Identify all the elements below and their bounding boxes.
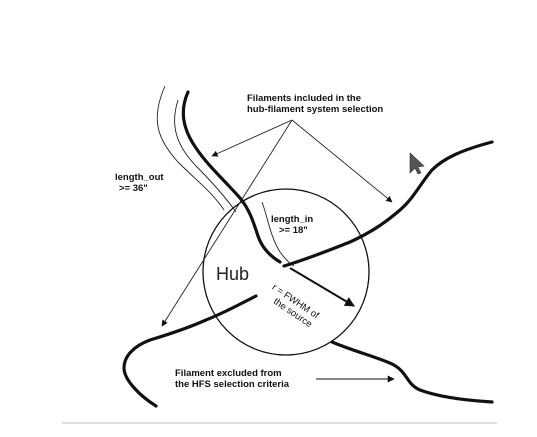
excluded-label-line2: the HFS selection criteria bbox=[175, 379, 290, 390]
pointer-arrow-lower bbox=[161, 119, 293, 327]
hub-label: Hub bbox=[216, 264, 250, 284]
length-in-label-line1: length_in bbox=[271, 214, 314, 225]
pointer-arrow-upper bbox=[211, 119, 293, 157]
length-out-label-line1: length_out bbox=[115, 172, 164, 183]
length-in-label-line2: >= 18" bbox=[279, 225, 308, 236]
length-out-contour bbox=[156, 85, 225, 211]
hub-circle bbox=[202, 188, 370, 356]
mouse-cursor-icon bbox=[409, 152, 425, 175]
length-out-label-line2: >= 36" bbox=[119, 183, 148, 194]
radius-arrow bbox=[289, 267, 355, 307]
length-out-contour-inner bbox=[174, 99, 237, 213]
filament-included-right bbox=[282, 140, 494, 268]
filament-included-upper bbox=[181, 90, 282, 264]
filament-included-lower bbox=[122, 294, 258, 408]
included-label-line2: hub-filament system selection bbox=[247, 104, 384, 115]
included-label-line1: Filaments included in the bbox=[247, 93, 362, 104]
pointer-arrow-right bbox=[291, 119, 393, 203]
filament-excluded bbox=[330, 340, 494, 404]
excluded-label-line1: Filament excluded from bbox=[175, 368, 282, 379]
